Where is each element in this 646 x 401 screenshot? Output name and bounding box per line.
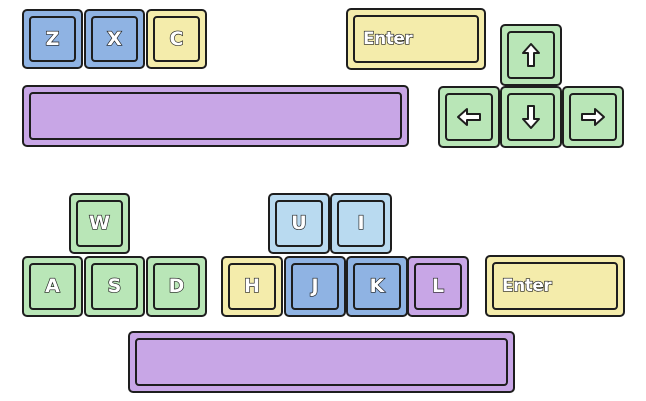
- arrow-up-icon: [521, 42, 541, 68]
- key-x[interactable]: X: [84, 9, 145, 69]
- arrow-right-icon: [580, 107, 606, 127]
- key-label: J: [311, 275, 319, 297]
- key-label: Enter: [362, 28, 413, 49]
- key-arrow-down[interactable]: [500, 86, 562, 148]
- key-c[interactable]: C: [146, 9, 207, 69]
- key-d[interactable]: D: [146, 256, 207, 317]
- key-label: C: [169, 27, 184, 50]
- key-label: U: [291, 212, 308, 234]
- key-arrow-up[interactable]: [500, 24, 562, 86]
- key-enter-bottom[interactable]: Enter: [485, 255, 625, 317]
- key-label: D: [168, 275, 185, 297]
- key-a[interactable]: A: [22, 256, 83, 317]
- key-w[interactable]: W: [69, 193, 130, 254]
- key-i[interactable]: I: [330, 193, 392, 254]
- key-arrow-right[interactable]: [562, 86, 624, 148]
- key-j[interactable]: J: [284, 256, 346, 317]
- key-k[interactable]: K: [346, 256, 408, 317]
- key-label: A: [45, 275, 61, 297]
- key-label: S: [107, 275, 122, 297]
- key-label: X: [107, 27, 123, 50]
- key-arrow-left[interactable]: [438, 86, 500, 148]
- key-label: Z: [45, 27, 60, 50]
- key-h[interactable]: H: [221, 256, 283, 317]
- spacebar-bottom[interactable]: [128, 331, 515, 393]
- key-label: H: [243, 275, 260, 297]
- key-s[interactable]: S: [84, 256, 145, 317]
- arrow-down-icon: [521, 104, 541, 130]
- key-label: I: [357, 212, 365, 234]
- arrow-left-icon: [456, 107, 482, 127]
- spacebar-top[interactable]: [22, 85, 409, 147]
- key-label: Enter: [501, 275, 552, 296]
- key-label: L: [431, 275, 445, 297]
- key-l[interactable]: L: [407, 256, 469, 317]
- key-u[interactable]: U: [268, 193, 330, 254]
- key-label: W: [88, 212, 110, 234]
- key-label: K: [369, 275, 385, 297]
- key-enter-top[interactable]: Enter: [346, 8, 486, 70]
- key-z[interactable]: Z: [22, 9, 83, 69]
